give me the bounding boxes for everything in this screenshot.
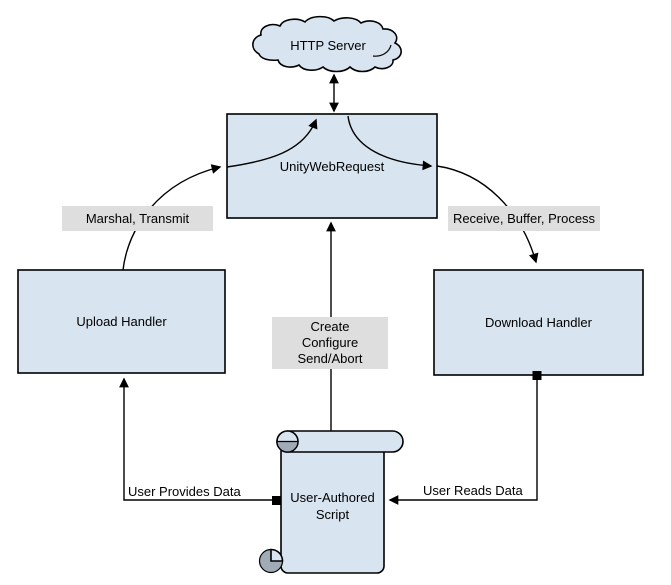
- scroll-top-curl-shade: [276, 440, 299, 453]
- http-server-cloud: [252, 15, 402, 73]
- cloud-fold-detail: [372, 44, 392, 57]
- create-label-line3: Send/Abort: [297, 351, 363, 366]
- unitywebrequest-label: UnityWebRequest: [279, 159, 385, 174]
- upload-handler-label: Upload Handler: [76, 313, 167, 329]
- create-label-line2: Configure: [301, 335, 359, 350]
- http-server-label: HTTP Server: [290, 38, 366, 53]
- receive-buffer-process-label: Receive, Buffer, Process: [448, 206, 600, 231]
- arrow-internal-right-down: [347, 115, 433, 171]
- unitywebrequest-node: [226, 113, 438, 219]
- arrow-unitywebrequest-to-downloadhandler: [436, 165, 539, 264]
- script-label-line2: Script: [315, 507, 350, 522]
- download-handler-label: Download Handler: [485, 314, 592, 330]
- connector-square-script-left: [272, 496, 281, 505]
- arrow-internal-left-up: [226, 118, 318, 168]
- user-provides-data-label: User Provides Data: [128, 484, 241, 499]
- create-label-line1: Create: [310, 319, 350, 334]
- upload-handler-node: [17, 269, 226, 374]
- script-label-line1: User-Authored: [290, 490, 375, 505]
- connector-square-downloadhandler-bottom: [532, 371, 542, 380]
- marshal-transmit-label: Marshal, Transmit: [62, 206, 213, 231]
- user-reads-data-label: User Reads Data: [423, 483, 523, 498]
- user-authored-script-node: [258, 430, 404, 574]
- user-authored-script-label: User-Authored Script: [281, 488, 384, 524]
- arrow-downloadhandler-to-script: [388, 376, 538, 505]
- download-handler-node: [433, 269, 644, 376]
- arrow-script-to-uploadhandler: [119, 377, 277, 501]
- scroll-bottom-curl-wedge: [270, 548, 284, 562]
- create-configure-send-abort-label: Create Configure Send/Abort: [272, 317, 388, 369]
